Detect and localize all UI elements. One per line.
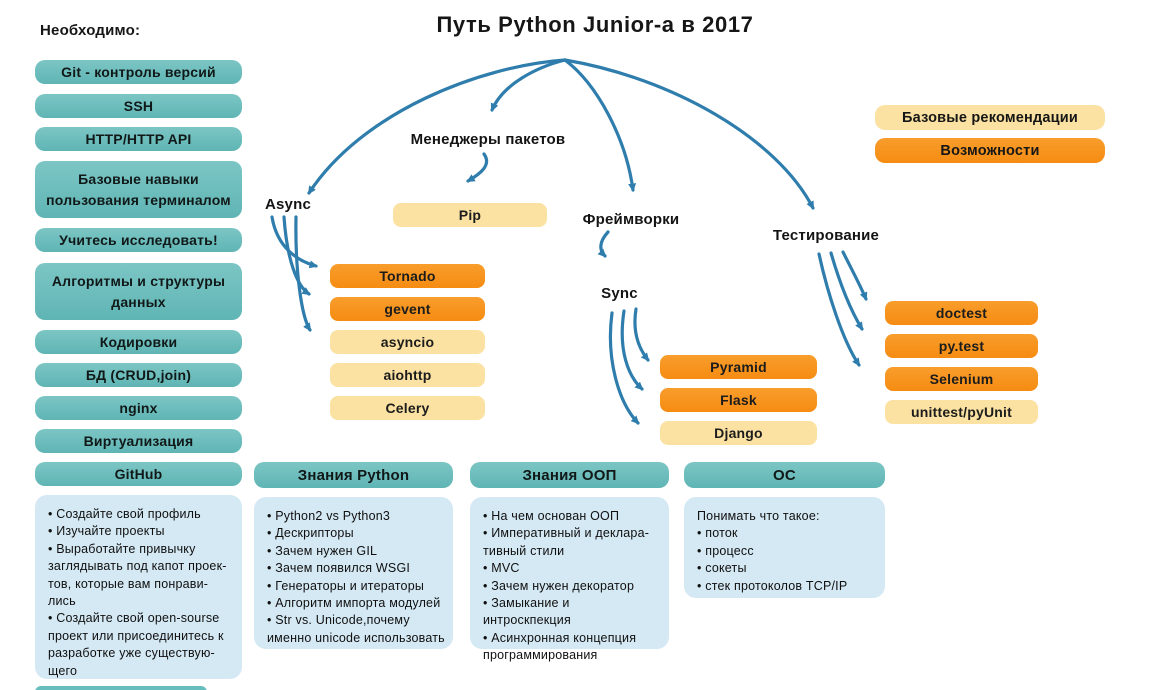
sidebar-item-nginx: nginx [35, 396, 242, 420]
github-notes: • Создайте свой профиль • Изучайте проек… [35, 495, 242, 679]
node-doctest: doctest [885, 301, 1038, 325]
arrow-sync-to-django [608, 311, 640, 425]
node-pyramid: Pyramid [660, 355, 817, 379]
branch-label-testing: Тестирование [772, 227, 880, 244]
legend-basic-recommendations: Базовые рекомендации [875, 105, 1105, 130]
node-pip: Pip [393, 203, 547, 227]
arrow-async-to-asyncio [294, 215, 312, 332]
section-header-os: ОС [684, 462, 885, 488]
arrow-testing-to-pytest [829, 251, 864, 331]
sidebar-item-learn-to-research: Учитесь исследовать! [35, 228, 242, 252]
arrow-title-to-package-managers [490, 58, 567, 112]
cutoff-teal-box [35, 686, 207, 690]
arrow-testing-to-selenium [817, 252, 861, 367]
node-unittest-pyunit: unittest/pyUnit [885, 400, 1038, 424]
sidebar-item-virtualization: Виртуализация [35, 429, 242, 453]
node-asyncio: asyncio [330, 330, 485, 354]
arrow-sync-to-pyramid [633, 307, 650, 362]
sidebar-item-github: GitHub [35, 462, 242, 486]
arrow-testing-to-doctest [841, 250, 868, 301]
section-notes-os: Понимать что такое: • поток • процесс • … [684, 497, 885, 598]
arrow-async-to-gevent [282, 215, 311, 296]
node-celery: Celery [330, 396, 485, 420]
node-aiohttp: aiohttp [330, 363, 485, 387]
section-notes-python-knowledge: • Python2 vs Python3 • Дескрипторы • Зач… [254, 497, 453, 649]
branch-label-sync: Sync [601, 285, 638, 302]
arrow-title-to-frameworks [563, 58, 637, 192]
branch-label-async: Async [264, 196, 312, 213]
arrow-title-to-async [307, 58, 567, 195]
branch-label-frameworks: Фреймворки [582, 211, 680, 228]
sidebar-heading: Необходимо: [40, 22, 141, 39]
legend-opportunities: Возможности [875, 138, 1105, 163]
sidebar-item-databases: БД (CRUD,join) [35, 363, 242, 387]
sidebar-item-git: Git - контроль версий [35, 60, 242, 84]
sidebar-item-ssh: SSH [35, 94, 242, 118]
page-title: Путь Python Junior-а в 2017 [436, 12, 754, 37]
node-django: Django [660, 421, 817, 445]
sidebar-item-algorithms: Алгоритмы и структуры данных [35, 263, 242, 320]
section-header-oop-knowledge: Знания ООП [470, 462, 669, 488]
node-flask: Flask [660, 388, 817, 412]
arrow-package-managers-to-pip [466, 152, 489, 183]
section-notes-oop-knowledge: • На чем основан ООП • Императивный и де… [470, 497, 669, 662]
node-selenium: Selenium [885, 367, 1038, 391]
node-pytest: py.test [885, 334, 1038, 358]
branch-label-package-managers: Менеджеры пакетов [410, 131, 566, 148]
arrow-frameworks-to-sync [597, 230, 610, 258]
sidebar-item-terminal-skills: Базовые навыки пользования терминалом [35, 161, 242, 218]
node-tornado: Tornado [330, 264, 485, 288]
node-gevent: gevent [330, 297, 485, 321]
arrow-sync-to-flask [620, 309, 644, 391]
sidebar-item-encodings: Кодировки [35, 330, 242, 354]
section-header-python-knowledge: Знания Python [254, 462, 453, 488]
arrow-title-to-testing [563, 58, 815, 210]
sidebar-item-http-api: HTTP/HTTP API [35, 127, 242, 151]
arrow-async-to-tornado [270, 215, 318, 269]
